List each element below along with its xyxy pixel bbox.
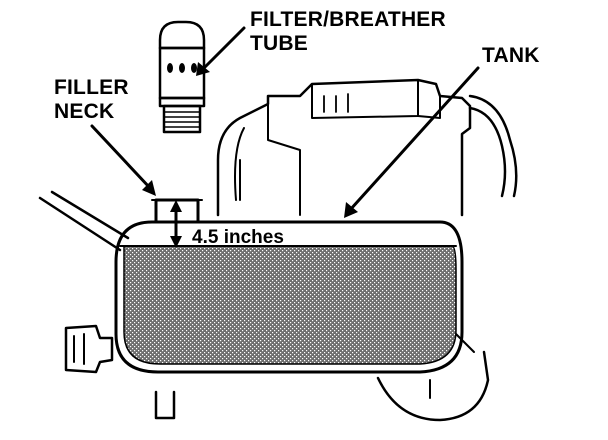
filler-arrowhead — [142, 180, 156, 196]
filler-label-line2: NECK — [54, 100, 114, 123]
compressor-background — [38, 78, 518, 422]
filler-label-line1: FILLER — [54, 76, 129, 99]
tank-arrowhead — [344, 202, 358, 218]
filler-neck — [151, 198, 203, 224]
tank-fluid — [123, 245, 457, 365]
filter-leader-line — [200, 26, 246, 72]
filter-label-line1: FILTER/BREATHER — [250, 8, 446, 31]
filter-arrowhead — [196, 62, 210, 76]
filter-label-line2: TUBE — [250, 32, 308, 55]
filter-breather-tube — [158, 20, 206, 134]
tank-body — [114, 220, 464, 374]
tank-label: TANK — [482, 44, 540, 67]
measurement-arrow — [170, 200, 182, 248]
measurement-label: 4.5 inches — [192, 227, 284, 248]
leader-arrows — [90, 26, 480, 218]
tank-leader-line — [348, 66, 480, 212]
tank-outline — [114, 220, 464, 374]
filler-leader-line — [90, 124, 152, 190]
